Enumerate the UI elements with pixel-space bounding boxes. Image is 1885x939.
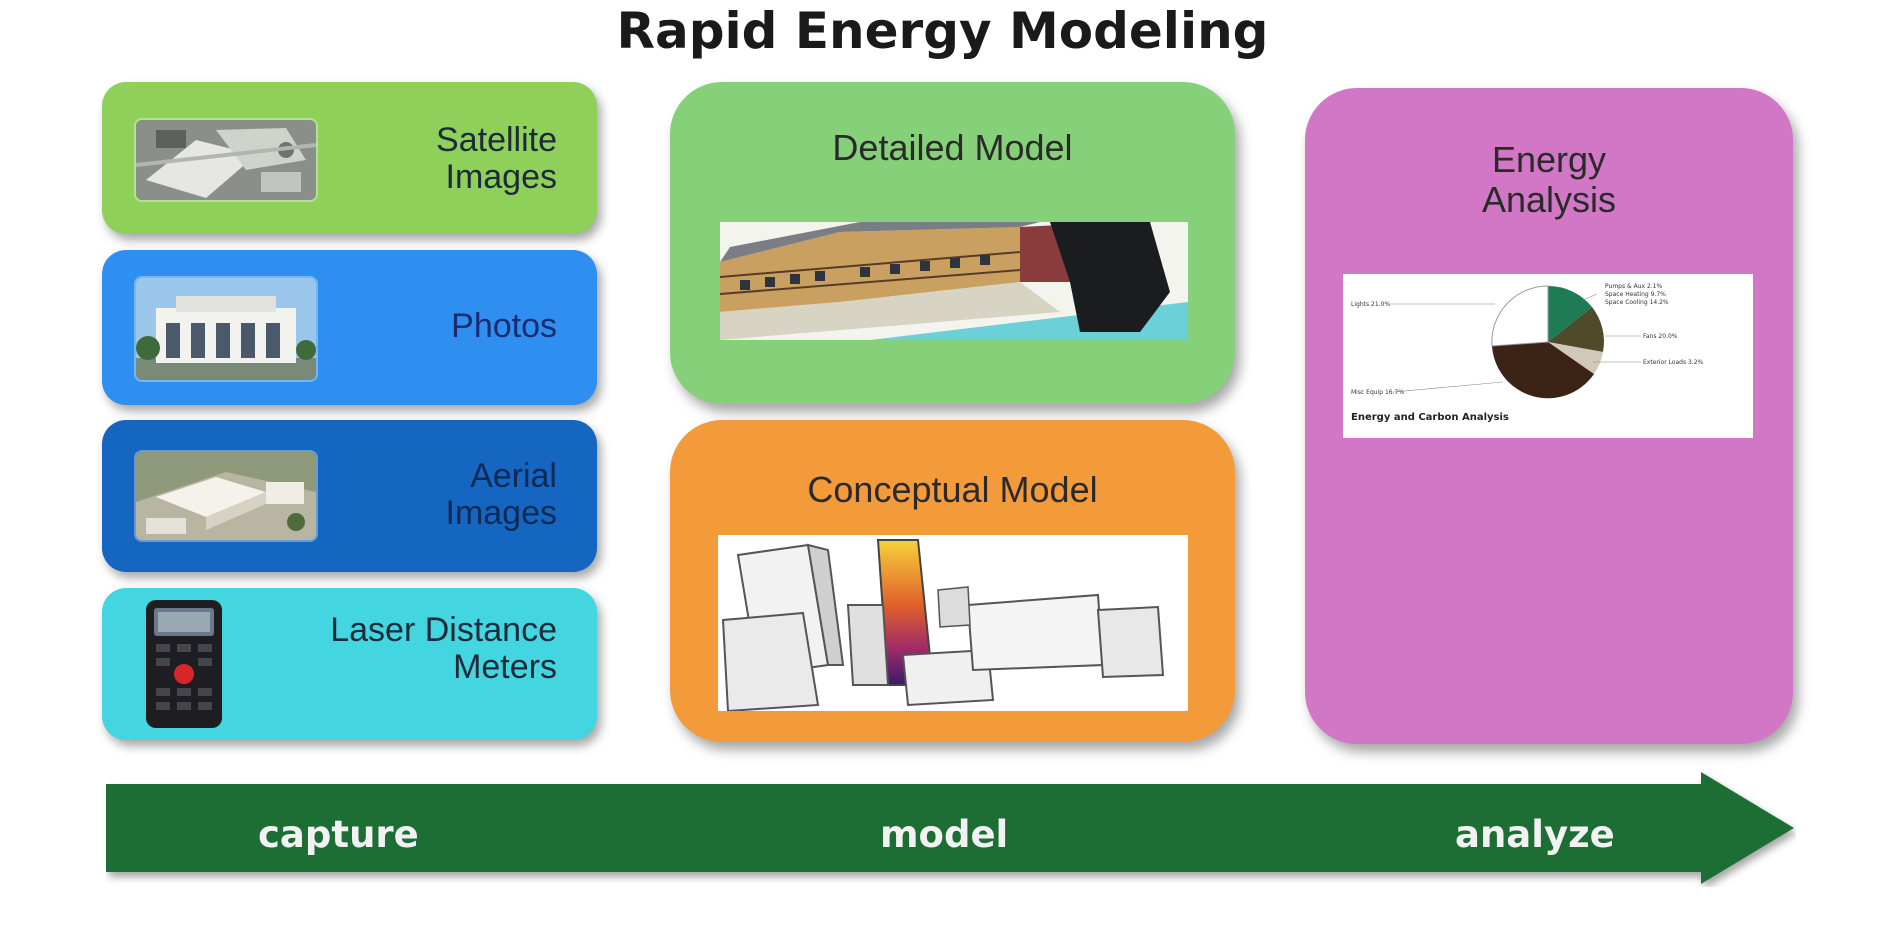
slice-label-lights: Lights 21.0%	[1351, 301, 1390, 308]
satellite-images-label: Satellite Images	[436, 121, 557, 196]
satellite-image-icon	[136, 120, 316, 200]
slice-label-pumps: Pumps & Aux 2.1%	[1605, 283, 1662, 290]
stage-analyze: analyze	[1455, 813, 1615, 856]
energy-analysis-title: Energy Analysis	[1305, 140, 1793, 220]
pie-slice-fans	[1548, 342, 1603, 374]
page-title: Rapid Energy Modeling	[616, 2, 1269, 60]
pie-slice-lights	[1491, 285, 1549, 347]
conceptual-model-title: Conceptual Model	[807, 469, 1098, 510]
conceptual-model-panel: Conceptual Model	[670, 420, 1235, 742]
conceptual-model-image	[718, 535, 1188, 711]
detailed-model-title: Detailed Model	[832, 127, 1073, 168]
slice-label-cooling: Space Cooling 14.2%	[1605, 299, 1669, 306]
pie-chart	[1491, 285, 1604, 399]
photos-label: Photos	[451, 307, 557, 345]
energy-analysis-title-text: Energy Analysis	[1481, 139, 1617, 220]
slice-label-heating: Space Heating 9.7%	[1605, 291, 1666, 298]
slice-label-fans: Fans 20.0%	[1643, 333, 1678, 340]
process-arrow	[106, 772, 1796, 887]
energy-analysis-panel: Energy Analysis Pumps & Aux 2.1% Space H…	[1305, 88, 1793, 744]
satellite-images-tile: Satellite Images	[102, 82, 597, 234]
slice-label-exterior: Exterior Loads 3.2%	[1643, 359, 1704, 366]
pie-slice-space-cooling	[1548, 307, 1604, 352]
energy-carbon-chart: Pumps & Aux 2.1% Space Heating 9.7% Spac…	[1343, 274, 1753, 438]
laser-meter-icon	[144, 598, 224, 730]
aerial-photo-icon	[136, 452, 316, 540]
photos-tile: Photos	[102, 250, 597, 405]
aerial-images-label: Aerial Images	[445, 457, 558, 532]
building-photo-icon	[136, 278, 316, 380]
detailed-model-image	[720, 222, 1188, 340]
pie-slice-misc-equip	[1492, 342, 1594, 399]
aerial-images-tile: Aerial Images	[102, 420, 597, 572]
detailed-model-panel: Detailed Model	[670, 82, 1235, 404]
slice-label-misc: Misc Equip 16.7%	[1351, 389, 1404, 396]
stage-model: model	[880, 813, 1009, 856]
laser-meters-tile: Laser Distance Meters	[102, 588, 597, 740]
chart-caption: Energy and Carbon Analysis	[1351, 412, 1509, 423]
stage-capture: capture	[258, 813, 419, 856]
pie-slice-space-heating	[1548, 285, 1592, 342]
laser-meters-label: Laser Distance Meters	[330, 611, 557, 686]
